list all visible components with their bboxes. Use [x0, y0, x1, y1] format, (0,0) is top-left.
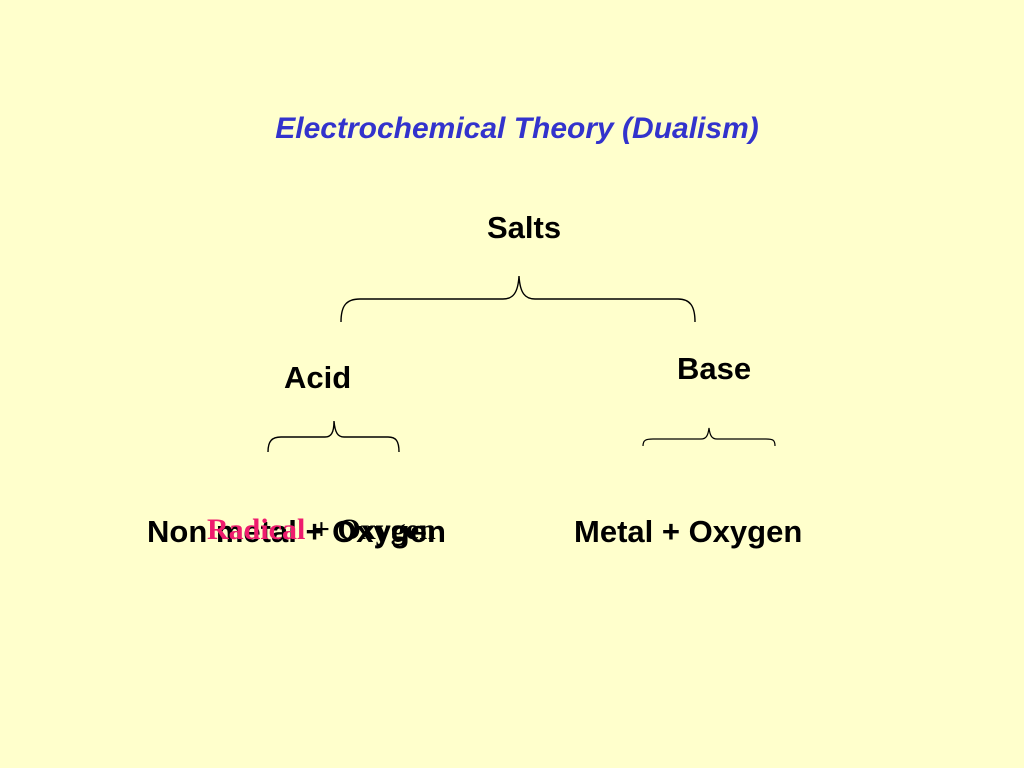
radical-overlay-rest: + Oxygen [305, 513, 436, 546]
base-formula: Metal + Oxygen [574, 514, 803, 549]
base-label: Base [677, 351, 752, 386]
salts-brace [340, 275, 696, 323]
slide-title: Electrochemical Theory (Dualism) [275, 112, 759, 145]
base-brace [642, 427, 776, 447]
salts-label: Salts [487, 210, 562, 245]
radical-word: Radical [207, 513, 306, 546]
acid-brace [267, 420, 400, 453]
acid-label: Acid [284, 360, 352, 395]
acid-formula: Non metal + Oxygen [147, 514, 446, 549]
radical-overlay: Radical + Oxygen [207, 515, 436, 545]
